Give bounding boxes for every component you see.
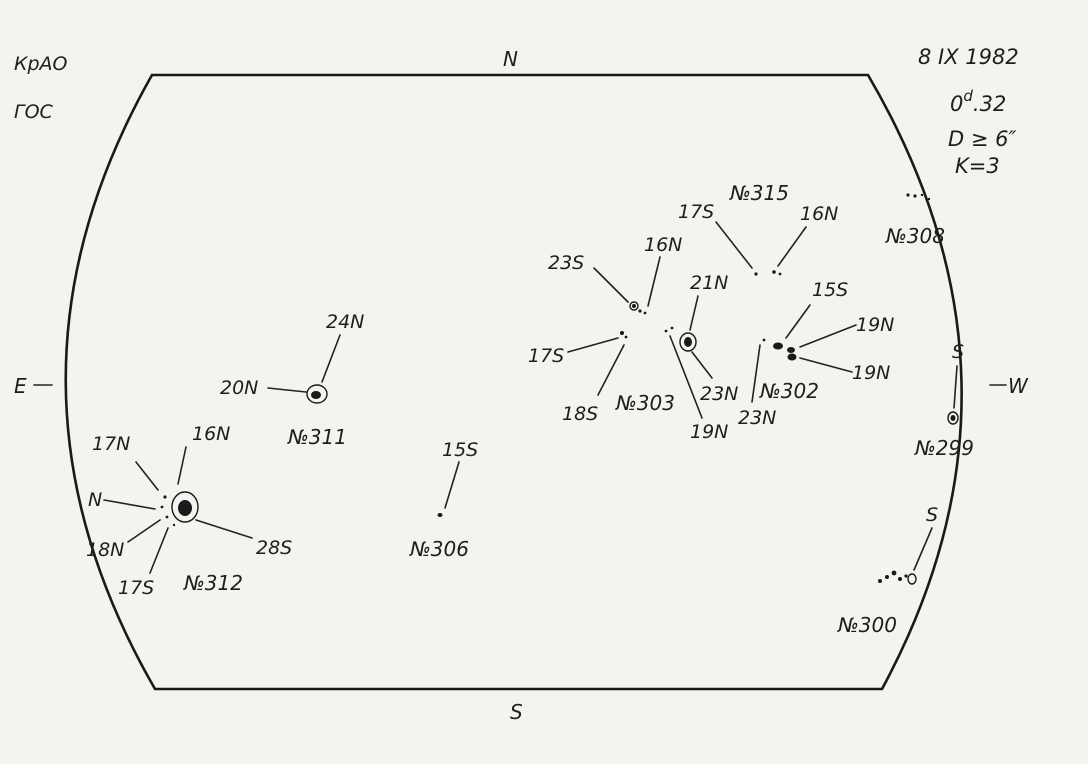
sunspot-group-300: S №300 [837, 504, 938, 637]
svg-text:19N: 19N [690, 421, 728, 443]
date-label: 8 IX 1982 [918, 45, 1019, 69]
solar-limb-frame [64, 73, 963, 691]
sunspot-group-315: 17S 16N №315 [678, 181, 838, 276]
svg-text:№302: №302 [759, 379, 819, 403]
sunspot-group-302: 15S 19N 19N 23N №302 [738, 279, 894, 429]
sunspot-group-303: 23S 16N 17S 18S 21N 23N 19N №303 [528, 234, 738, 443]
svg-text:N: N [88, 489, 102, 511]
svg-text:19N: 19N [852, 362, 890, 384]
svg-text:16N: 16N [192, 423, 230, 445]
svg-text:28S: 28S [256, 537, 292, 559]
north-label: N [503, 47, 518, 71]
time-label: 0d.32 [950, 87, 1006, 116]
sunspot-group-311: 24N 20N №311 [220, 311, 364, 449]
svg-text:23N: 23N [738, 407, 776, 429]
svg-text:№300: №300 [837, 613, 897, 637]
west-label: W [1008, 374, 1029, 398]
svg-text:15S: 15S [812, 279, 848, 301]
svg-text:18S: 18S [562, 403, 598, 425]
observatory-label: КрАО [14, 53, 68, 75]
svg-text:№299: №299 [914, 436, 974, 460]
sunspot-group-299: S №299 [914, 341, 974, 460]
svg-text:17S: 17S [118, 577, 154, 599]
svg-text:17S: 17S [678, 201, 714, 223]
svg-text:17S: 17S [528, 345, 564, 367]
svg-text:№308: №308 [885, 224, 945, 248]
svg-text:15S: 15S [442, 439, 478, 461]
svg-text:19N: 19N [856, 314, 894, 336]
svg-text:23N: 23N [700, 383, 738, 405]
svg-text:17N: 17N [92, 433, 130, 455]
svg-text:16N: 16N [644, 234, 682, 256]
east-label: E [14, 374, 27, 398]
svg-text:№311: №311 [287, 425, 347, 449]
svg-text:№312: №312 [183, 571, 243, 595]
svg-text:№315: №315 [729, 181, 789, 205]
svg-text:21N: 21N [690, 272, 728, 294]
sunspot-group-312: 17N 16N N 18N 17S 28S №312 [86, 423, 292, 599]
instrument-label: ГОС [14, 101, 54, 123]
svg-text:18N: 18N [86, 539, 124, 561]
k-value-label: K=3 [955, 154, 1000, 178]
svg-text:23S: 23S [548, 252, 584, 274]
sunspot-group-306: 15S №306 [409, 439, 478, 561]
svg-text:20N: 20N [220, 377, 258, 399]
svg-text:№303: №303 [615, 391, 675, 415]
sunspot-group-308: №308 [885, 193, 945, 248]
svg-text:24N: 24N [326, 311, 364, 333]
diameter-label: D ≥ 6″ [948, 127, 1016, 151]
svg-text:S: S [926, 504, 938, 526]
svg-text:S: S [952, 341, 964, 363]
south-label: S [510, 700, 523, 724]
svg-text:16N: 16N [800, 203, 838, 225]
svg-text:№306: №306 [409, 537, 469, 561]
